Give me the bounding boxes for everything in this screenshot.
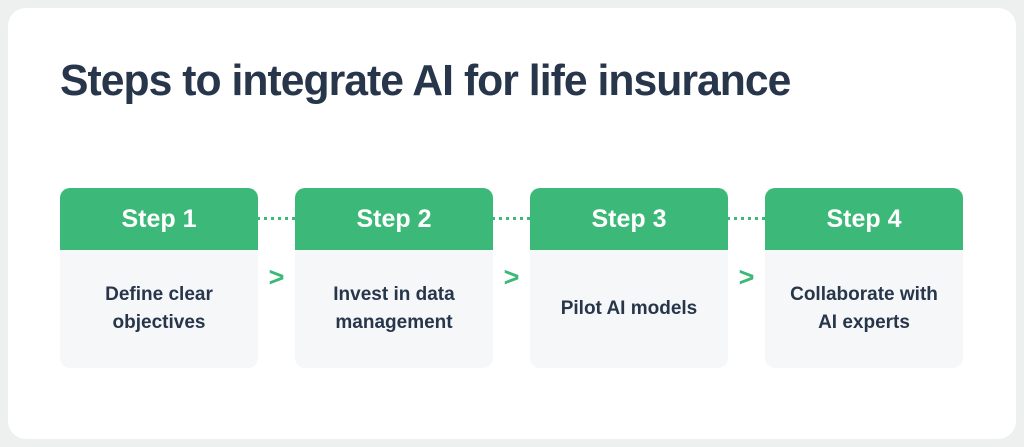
dotted-line (492, 217, 531, 220)
step-4-label: Step 4 (826, 204, 902, 233)
step-2-label: Step 2 (356, 204, 432, 233)
step-card-2: Step 2 Invest in data management (295, 188, 493, 368)
chevron-right-icon: > (268, 262, 285, 292)
step-4-description: Collaborate with AI experts (790, 284, 938, 333)
page-title: Steps to integrate AI for life insurance (60, 56, 791, 105)
step-1-label: Step 1 (121, 204, 197, 233)
step-card-3: Step 3 Pilot AI models (530, 188, 728, 368)
steps-row: Step 1 Define clear objectives > Step 2 … (60, 188, 963, 368)
step-3-header: Step 3 (530, 188, 728, 250)
dotted-line (727, 217, 766, 220)
infographic-panel: Steps to integrate AI for life insurance… (8, 8, 1016, 439)
step-2-header: Step 2 (295, 188, 493, 250)
step-card-4: Step 4 Collaborate with AI experts (765, 188, 963, 368)
connector-1: > (257, 188, 296, 368)
step-3-label: Step 3 (591, 204, 667, 233)
step-3-description: Pilot AI models (560, 298, 698, 320)
chevron-right-icon: > (738, 262, 755, 292)
dotted-line (257, 217, 296, 220)
step-3-body: Pilot AI models (530, 250, 728, 368)
step-4-body: Collaborate with AI experts (765, 250, 963, 368)
step-2-body: Invest in data management (295, 250, 493, 368)
step-1-header: Step 1 (60, 188, 258, 250)
chevron-right-icon: > (503, 262, 520, 292)
step-1-body: Define clear objectives (60, 250, 258, 368)
step-1-description: Define clear objectives (105, 284, 213, 333)
step-4-header: Step 4 (765, 188, 963, 250)
connector-2: > (492, 188, 531, 368)
step-2-description: Invest in data management (333, 284, 455, 333)
connector-3: > (727, 188, 766, 368)
step-card-1: Step 1 Define clear objectives (60, 188, 258, 368)
